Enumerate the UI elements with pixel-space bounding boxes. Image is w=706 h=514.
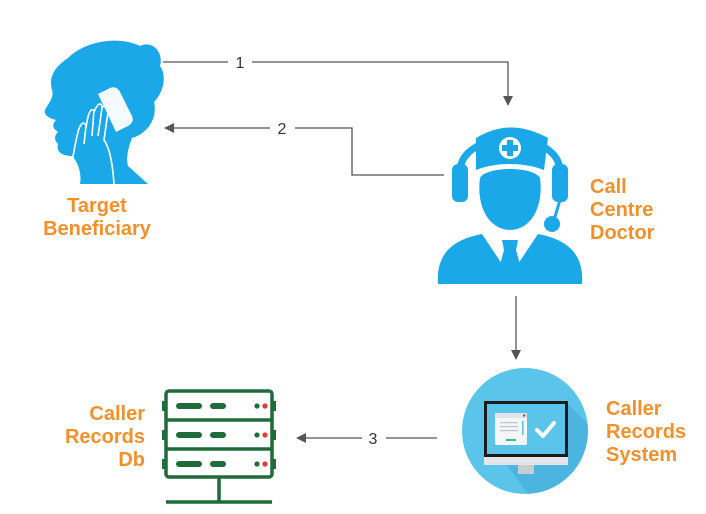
beneficiary-label-line-1: Target — [67, 195, 127, 217]
edge-3: 3 — [298, 431, 437, 448]
db-label-line-3: Db — [118, 449, 145, 471]
server-database-icon — [162, 389, 276, 504]
system-label: Caller Records System — [606, 398, 686, 467]
node-system — [462, 368, 588, 499]
edge-2: 2 — [166, 121, 444, 176]
doctor-label: Call Centre Doctor — [590, 176, 654, 245]
edge-2-label: 2 — [278, 121, 287, 138]
system-label-line-2: Records — [606, 421, 687, 443]
edge-1-line — [163, 61, 508, 104]
node-db — [158, 385, 280, 514]
system-label-line-1: Caller — [606, 398, 662, 420]
node-doctor — [430, 108, 590, 289]
doctor-label-line-1: Call — [590, 176, 627, 198]
woman-phone-icon — [44, 40, 164, 185]
db-label-line-1: Caller — [89, 403, 145, 425]
computer-monitor-icon — [462, 368, 588, 494]
doctor-label-line-3: Doctor — [590, 222, 655, 244]
db-label-line-2: Records — [64, 426, 145, 448]
doctor-headset-icon — [437, 127, 583, 284]
doctor-label-line-2: Centre — [590, 199, 654, 221]
beneficiary-label: Target Beneficiary — [12, 195, 182, 241]
beneficiary-label-line-2: Beneficiary — [43, 218, 151, 240]
edge-3-label: 3 — [369, 431, 378, 448]
edge-1: 1 — [163, 55, 508, 104]
node-beneficiary — [28, 36, 168, 191]
db-label: Caller Records Db — [40, 403, 145, 472]
system-label-line-3: System — [606, 444, 678, 466]
edge-1-label: 1 — [236, 55, 245, 72]
edge-2-line — [166, 128, 444, 176]
